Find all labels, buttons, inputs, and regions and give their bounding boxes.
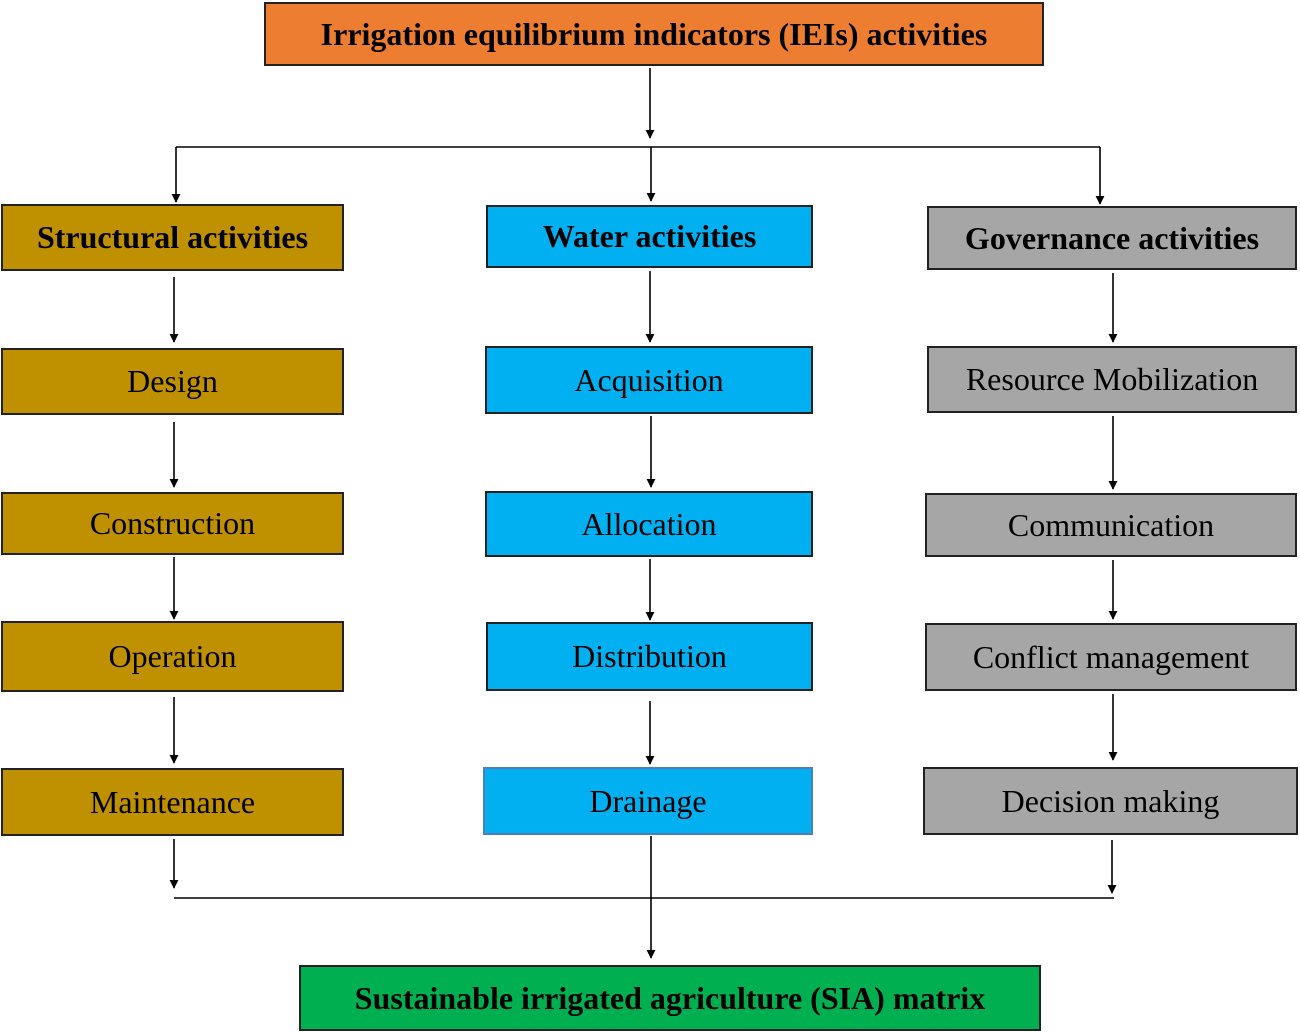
water-item-box: Allocation	[485, 491, 813, 557]
bottom-box: Sustainable irrigated agriculture (SIA) …	[299, 965, 1041, 1031]
governance-item-box: Conflict management	[925, 623, 1297, 691]
water-item-box: Drainage	[483, 767, 813, 835]
structural-header-box: Structural activities	[1, 204, 344, 271]
governance-header-box: Governance activities	[927, 206, 1297, 270]
governance-item-box: Decision making	[923, 767, 1298, 835]
governance-item-box: Resource Mobilization	[927, 346, 1297, 413]
structural-item-box: Design	[1, 348, 344, 415]
water-header-box: Water activities	[486, 205, 813, 268]
structural-item-box: Maintenance	[1, 768, 344, 836]
structural-item-box: Operation	[1, 621, 344, 692]
structural-item-box: Construction	[1, 492, 344, 555]
top-box: Irrigation equilibrium indicators (IEIs)…	[264, 2, 1044, 66]
water-item-box: Distribution	[486, 622, 813, 691]
water-item-box: Acquisition	[485, 346, 813, 414]
governance-item-box: Communication	[925, 493, 1297, 557]
